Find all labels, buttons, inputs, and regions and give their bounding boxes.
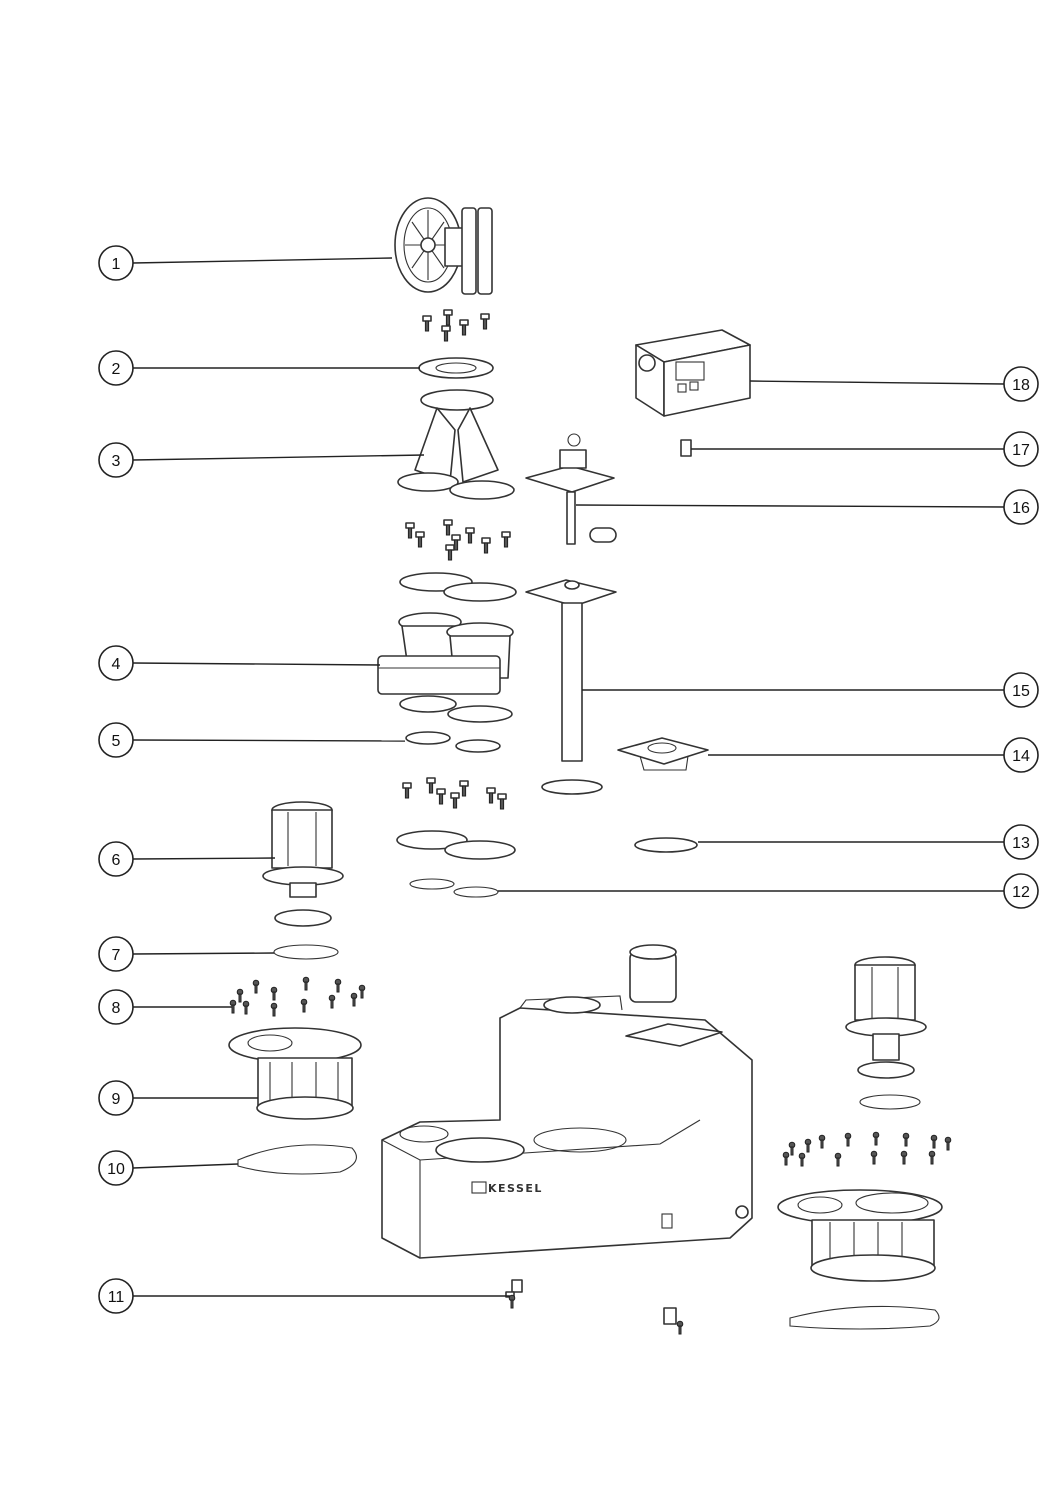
part-11-bracket	[505, 1279, 523, 1309]
part-16-level-sensor	[525, 433, 617, 545]
svg-text:10: 10	[107, 1161, 125, 1178]
leader-lines	[132, 257, 1005, 1297]
callout-5: 5	[98, 722, 134, 758]
svg-text:18: 18	[1012, 377, 1030, 394]
part-9-pump-housing	[228, 1027, 362, 1120]
part-12-o-rings	[409, 878, 499, 898]
svg-text:1: 1	[112, 256, 121, 273]
svg-text:14: 14	[1012, 748, 1030, 765]
svg-text:3: 3	[112, 453, 121, 470]
part-2-flange-gasket	[418, 357, 494, 379]
spare-gasket	[789, 1305, 940, 1330]
svg-text:16: 16	[1012, 500, 1030, 517]
part-7-o-ring	[273, 944, 339, 960]
part-13-seal-ring-lower	[634, 837, 698, 853]
callout-3: 3	[98, 442, 134, 478]
part-15-riser-pipe	[525, 579, 617, 762]
part-2-bolts-top	[422, 309, 490, 342]
callout-15: 15	[1003, 672, 1039, 708]
svg-text:15: 15	[1012, 683, 1030, 700]
callout-9: 9	[98, 1080, 134, 1116]
part-6-pump-motor	[262, 801, 344, 927]
callout-18: 18	[1003, 366, 1039, 402]
part-8-screws	[229, 976, 366, 1017]
callout-12: 12	[1003, 873, 1039, 909]
svg-text:17: 17	[1012, 442, 1030, 459]
callout-16: 16	[1003, 489, 1039, 525]
part-10-gasket	[237, 1144, 357, 1175]
part-18-control-unit	[635, 329, 751, 417]
callout-6: 6	[98, 841, 134, 877]
spare-pump-housing	[777, 1189, 943, 1282]
part-13-seal-ring-upper	[541, 779, 603, 795]
svg-text:8: 8	[112, 1000, 121, 1017]
callout-8: 8	[98, 989, 134, 1025]
svg-text:6: 6	[112, 852, 121, 869]
svg-text:11: 11	[108, 1289, 125, 1306]
bolts-lower	[402, 777, 507, 810]
part-1-gate-valve	[394, 197, 493, 295]
main-tank-housing: KESSEL	[381, 944, 753, 1259]
callout-7: 7	[98, 936, 134, 972]
svg-text:7: 7	[112, 947, 121, 964]
bracket-spare	[663, 1307, 684, 1335]
svg-text:13: 13	[1012, 835, 1030, 852]
callout-17: 17	[1003, 431, 1039, 467]
flange-gaskets-middle	[399, 572, 517, 602]
callout-1: 1	[98, 245, 134, 281]
callout-13: 13	[1003, 824, 1039, 860]
svg-text:4: 4	[112, 656, 121, 673]
svg-text:12: 12	[1012, 884, 1030, 901]
part-3-y-branch-pipe	[397, 389, 515, 500]
callout-4: 4	[98, 645, 134, 681]
brand-label: KESSEL	[488, 1182, 543, 1195]
callout-11: 11	[98, 1278, 134, 1314]
callout-10: 10	[98, 1150, 134, 1186]
spare-pump-motor	[845, 956, 927, 1110]
bolts-middle	[405, 519, 511, 561]
svg-text:9: 9	[112, 1091, 121, 1108]
callout-14: 14	[1003, 737, 1039, 773]
part-17-fuse	[680, 439, 692, 457]
part-4-check-valve-assembly	[377, 612, 514, 723]
svg-text:5: 5	[112, 733, 121, 750]
svg-text:2: 2	[112, 361, 121, 378]
spare-screws	[782, 1131, 952, 1167]
part-14-cover-plate	[617, 737, 709, 771]
callout-2: 2	[98, 350, 134, 386]
part-5-pipe-clamps	[405, 731, 501, 753]
flange-gaskets-lower	[396, 830, 516, 860]
